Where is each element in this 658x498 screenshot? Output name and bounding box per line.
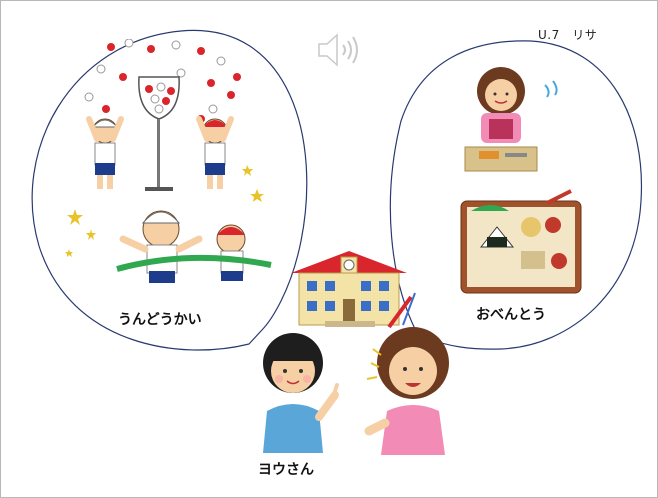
caption-you-san: ヨウさん [258, 462, 314, 478]
child-throwing-right [196, 116, 234, 189]
running-children [116, 210, 272, 283]
ball-toss-balls [84, 39, 241, 123]
school-illustration [291, 251, 416, 329]
sports-day-illustration [65, 39, 272, 283]
unit-label: U.7 リサ [538, 28, 598, 42]
child-throwing-left [86, 116, 124, 189]
mother-illustration [364, 327, 449, 455]
speaker-icon[interactable] [317, 31, 367, 69]
sparkles [65, 165, 264, 257]
caption-sports-day: うんどうかい [118, 312, 202, 328]
ball-basket [138, 76, 180, 191]
bento-illustration [460, 67, 582, 294]
mother-cooking [464, 67, 558, 172]
girl-illustration [263, 333, 339, 453]
caption-bento: おべんとう [476, 307, 546, 323]
bento-box [460, 189, 582, 294]
